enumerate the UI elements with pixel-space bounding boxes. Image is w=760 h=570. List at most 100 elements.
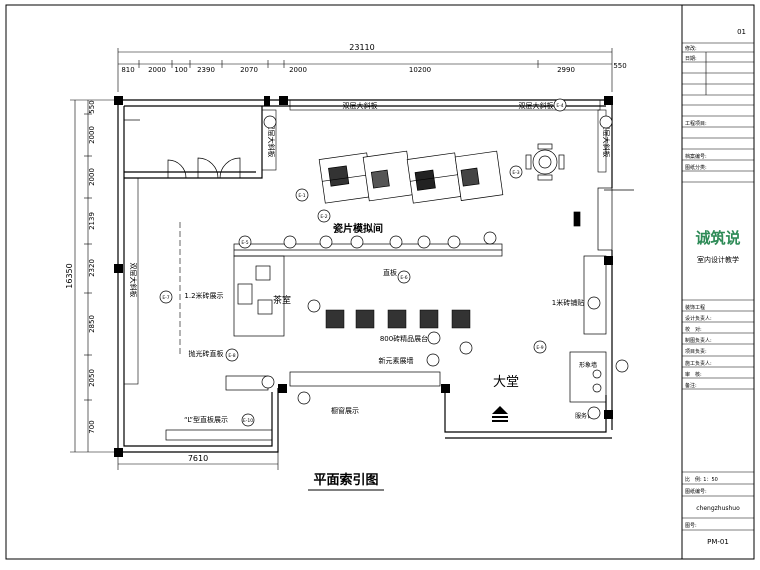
marker-circle xyxy=(447,235,461,249)
dim-left-seg-1: 550 xyxy=(88,100,96,113)
dim-left-seg-6: 2850 xyxy=(88,315,96,333)
dim-top-seg-3: 100 xyxy=(174,66,187,74)
label-service: 服务台 xyxy=(575,412,593,420)
marker-circle xyxy=(397,270,411,284)
label-display-12m: 1.2米砖展示 xyxy=(184,291,223,300)
label-brick-800: 800砖精品展台 xyxy=(380,334,428,343)
designer: chengzhushuo xyxy=(696,505,740,512)
marker-circle xyxy=(263,115,277,129)
dim-top-seg-6: 2000 xyxy=(289,66,307,74)
logo-subtitle: 室内设计教学 xyxy=(697,255,739,264)
label-room-tile: 瓷片模拟间 xyxy=(333,222,383,235)
marker-circle xyxy=(459,341,473,355)
svg-text:E-9: E-9 xyxy=(536,345,543,351)
svg-text:修改:: 修改: xyxy=(685,45,697,52)
label-double-board-top-2: 双层大斜板 xyxy=(519,101,554,110)
svg-text:图纸分类:: 图纸分类: xyxy=(685,164,707,171)
svg-text:E-3: E-3 xyxy=(512,170,519,176)
marker-circle xyxy=(509,165,523,179)
label-cabinet: 橱窗展示 xyxy=(331,406,359,415)
logo: 诚筑说 xyxy=(695,229,740,247)
label-double-board-top-1: 双层大斜板 xyxy=(343,101,378,110)
tile-rooms xyxy=(318,150,504,204)
label-paving-1m: 1米砖铺贴 xyxy=(552,298,584,307)
scale-label: 比 例: 1：50 xyxy=(685,476,718,483)
svg-text:E-4: E-4 xyxy=(556,103,563,109)
sheet-number: 01 xyxy=(737,28,746,36)
dim-top-seg-8: 2990 xyxy=(557,66,575,74)
marker-circle xyxy=(297,391,311,405)
label-l-type: “L”型直板展示 xyxy=(184,415,228,424)
lower-counter xyxy=(165,371,441,441)
marker-circle xyxy=(533,340,547,354)
label-double-board-left: 双层大斜板 xyxy=(129,263,138,298)
svg-text:E-2: E-2 xyxy=(320,214,327,220)
marker-circle xyxy=(587,406,601,420)
svg-text:审 核:: 审 核: xyxy=(685,371,702,378)
svg-text:装饰工程: 装饰工程 xyxy=(685,304,705,311)
marker-labels: E-1 E-2 E-3 E-4 E-5 E-6 E-7 E-8 E-9 E-10 xyxy=(162,103,563,424)
sheet-code: PM-01 xyxy=(707,538,729,546)
svg-text:项目负责:: 项目负责: xyxy=(685,348,707,355)
display-counter xyxy=(233,243,503,257)
marker-circle xyxy=(225,348,239,362)
boards xyxy=(123,99,607,385)
label-double-board-vertical: 双层大斜板 xyxy=(267,123,276,158)
marker-circle xyxy=(427,331,441,345)
svg-text:E-6: E-6 xyxy=(400,275,407,281)
drawing-no-label: 图纸编号: xyxy=(685,488,707,495)
dim-total-top: 23110 xyxy=(349,43,374,52)
dim-bottom: 7610 xyxy=(188,454,208,463)
title-block-top-rows: 修改: 日期: 工程项目: 档案编号: 图纸分类: xyxy=(685,45,707,171)
marker-circle xyxy=(350,235,364,249)
dim-top-seg-5: 2070 xyxy=(240,66,258,74)
dim-left-seg-3: 2000 xyxy=(88,168,96,186)
svg-text:施工负责人:: 施工负责人: xyxy=(685,360,712,367)
round-table xyxy=(525,143,565,181)
dim-left-seg-8: 700 xyxy=(88,420,96,433)
dim-left-seg-5: 2320 xyxy=(88,259,96,277)
svg-text:E-1: E-1 xyxy=(298,193,305,199)
marker-circle xyxy=(389,235,403,249)
marker-circle xyxy=(553,98,567,112)
marker-circle xyxy=(295,188,309,202)
marker-circle xyxy=(587,296,601,310)
svg-text:工程项目:: 工程项目: xyxy=(685,120,707,127)
drawing-title: 平面索引图 xyxy=(313,472,378,488)
svg-text:E-5: E-5 xyxy=(241,240,248,246)
marker-circle xyxy=(615,359,629,373)
label-hall: 大堂 xyxy=(493,375,519,390)
marker-circle xyxy=(307,299,321,313)
title-block-grid xyxy=(682,42,754,531)
label-room-tea: 茶室 xyxy=(273,294,291,306)
marker-circle xyxy=(317,209,331,223)
sheet-border xyxy=(5,4,755,560)
svg-text:校 对:: 校 对: xyxy=(685,326,702,333)
marker-circle xyxy=(238,235,252,249)
dim-left-seg-7: 2050 xyxy=(88,369,96,387)
boutique-platforms xyxy=(325,309,471,329)
right-racks xyxy=(569,255,607,403)
marker-circle xyxy=(483,231,497,245)
marker-circle xyxy=(599,115,613,129)
dim-top-seg-1: 810 xyxy=(121,66,134,74)
svg-text:设计负责人:: 设计负责人: xyxy=(685,315,712,322)
columns xyxy=(114,96,613,457)
entrance-arrow-icon xyxy=(492,406,508,422)
marker-circle xyxy=(241,413,255,427)
marker-circle xyxy=(417,235,431,249)
label-sample-rack: 形象墙 xyxy=(579,361,597,369)
dim-left-seg-2: 2000 xyxy=(88,126,96,144)
marker-circle xyxy=(426,353,440,367)
svg-text:制图负责人:: 制图负责人: xyxy=(685,337,712,344)
svg-text:备注:: 备注: xyxy=(685,382,697,389)
dim-total-left: 16350 xyxy=(65,263,74,288)
label-polish-board: 抛光砖直板 xyxy=(189,349,224,358)
label-straight-board: 直板 xyxy=(383,268,397,277)
svg-text:E-8: E-8 xyxy=(228,353,235,359)
dim-top-seg-7: 10200 xyxy=(409,66,431,74)
top-dimensions xyxy=(117,48,613,92)
index-markers xyxy=(159,98,629,427)
dim-top-seg-2: 2000 xyxy=(148,66,166,74)
